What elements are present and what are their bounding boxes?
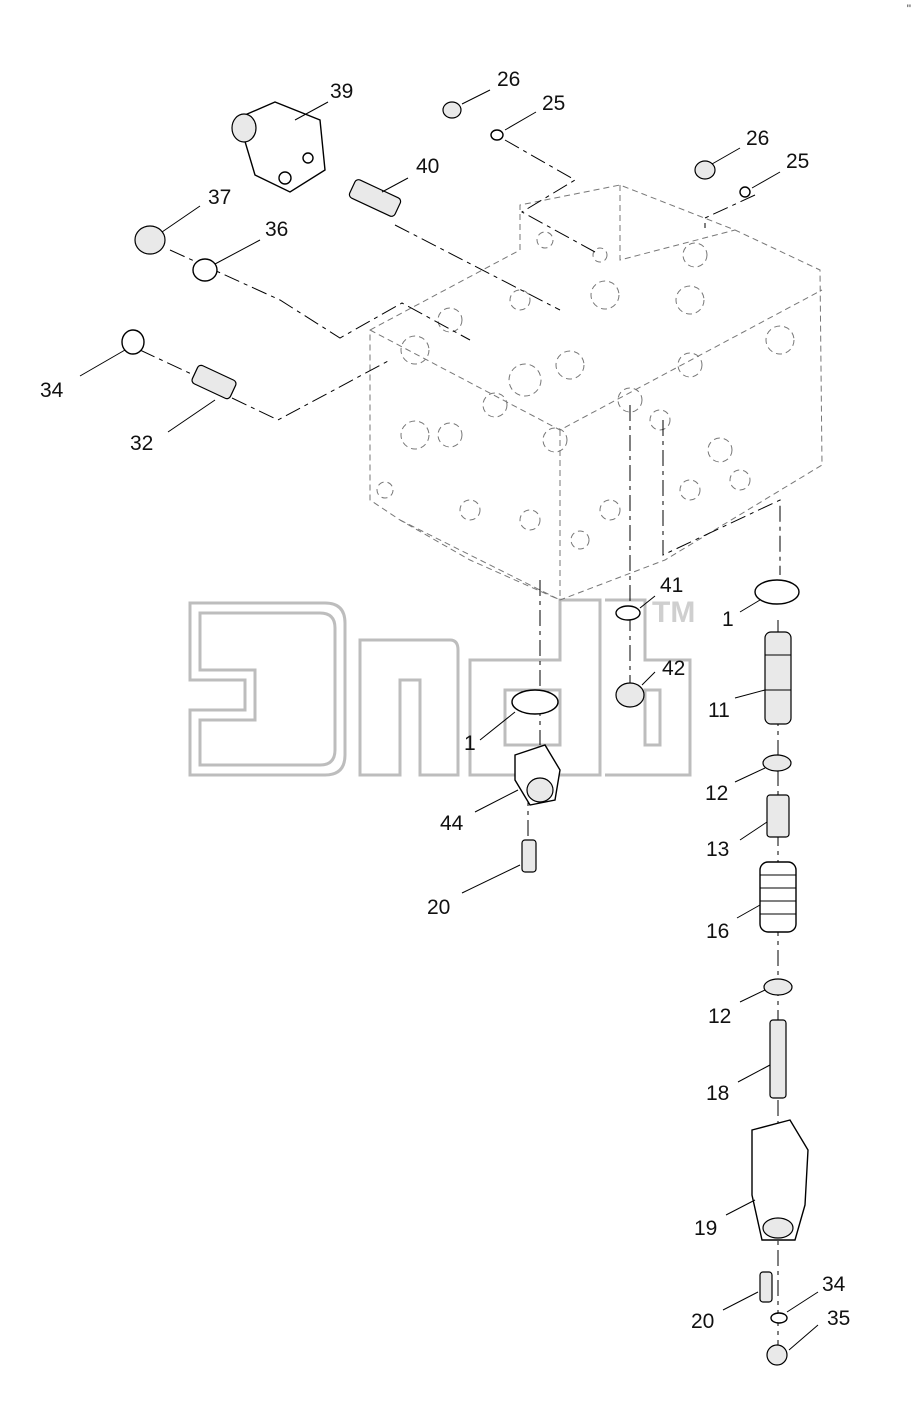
label-32: 32 <box>130 432 153 455</box>
label-25b: 25 <box>786 150 809 173</box>
part-39-solenoid-block <box>231 101 326 193</box>
part-12a-seat <box>762 754 792 772</box>
label-37: 37 <box>208 186 231 209</box>
label-39: 39 <box>330 80 353 103</box>
part-12b-seat <box>763 978 793 996</box>
label-41: 41 <box>660 574 683 597</box>
part-1b-oring <box>511 689 559 715</box>
leader-lines <box>79 89 819 1351</box>
assembly-lines <box>139 139 781 1350</box>
label-42: 42 <box>662 657 685 680</box>
part-26b-plug <box>694 160 716 180</box>
label-26a: 26 <box>497 68 520 91</box>
label-25a: 25 <box>542 92 565 115</box>
label-13: 13 <box>706 838 729 861</box>
part-25a-oring <box>490 129 504 141</box>
part-1a-oring <box>754 579 800 605</box>
label-34b: 34 <box>822 1273 846 1296</box>
label-1b: 1 <box>464 732 476 755</box>
part-26a-plug <box>442 101 462 119</box>
part-35-plug <box>766 1344 788 1366</box>
part-34b-oring <box>770 1312 788 1324</box>
part-20b-bolt <box>759 1271 773 1303</box>
watermark-tm: TM <box>652 596 695 629</box>
label-18: 18 <box>706 1082 729 1105</box>
part-13-spacer <box>766 794 790 838</box>
part-40-plug <box>348 179 402 217</box>
label-44: 44 <box>440 812 464 835</box>
part-labels: 39 26 25 26 25 40 37 36 34 32 41 1 42 1 … <box>40 68 850 1333</box>
corner-mark: " <box>906 2 911 16</box>
part-19-cap <box>751 1119 809 1241</box>
label-20a: 20 <box>427 896 450 919</box>
label-20b: 20 <box>691 1310 714 1333</box>
watermark-logo: TM <box>188 596 695 777</box>
part-32-plug <box>191 364 237 400</box>
part-20a-bolt <box>521 839 537 873</box>
label-34a: 34 <box>40 379 64 402</box>
label-1a: 1 <box>722 608 734 631</box>
label-12b: 12 <box>708 1005 731 1028</box>
label-12a: 12 <box>705 782 728 805</box>
label-19: 19 <box>694 1217 717 1240</box>
label-16: 16 <box>706 920 729 943</box>
label-26b: 26 <box>746 127 769 150</box>
part-44-cover <box>514 744 561 806</box>
label-36: 36 <box>265 218 288 241</box>
part-42-plug <box>615 682 645 708</box>
part-16-spring <box>759 861 797 933</box>
part-37-plug <box>134 225 166 255</box>
label-11: 11 <box>708 699 730 722</box>
part-18-pin <box>769 1019 787 1099</box>
part-25b-oring <box>739 186 751 198</box>
part-41-oring <box>615 605 641 621</box>
valve-body <box>369 184 823 601</box>
part-36-oring <box>192 258 218 282</box>
part-34a-oring <box>121 329 145 355</box>
part-11-spool <box>764 631 792 725</box>
label-40: 40 <box>416 155 439 178</box>
label-35: 35 <box>827 1307 850 1330</box>
